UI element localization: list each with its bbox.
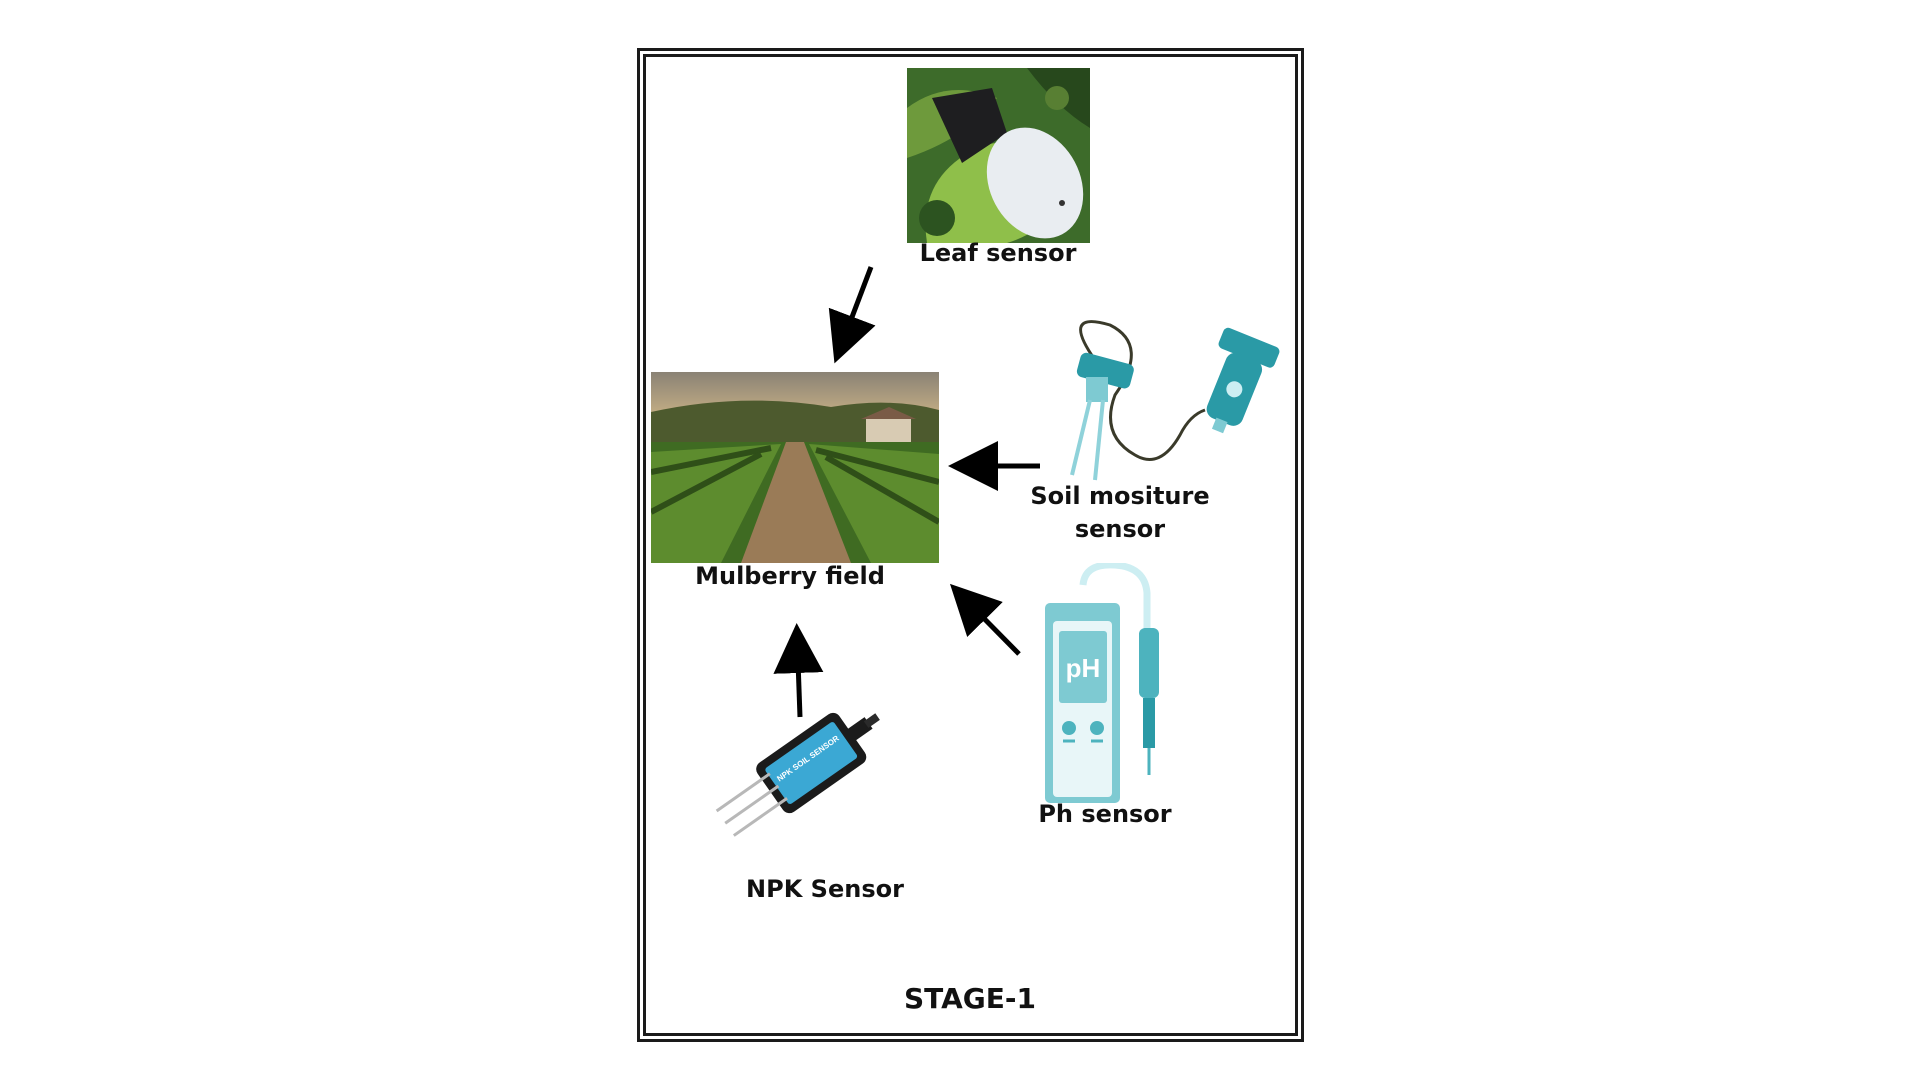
diagram-frame-inner bbox=[643, 54, 1298, 1036]
soil-moisture-label-line2: sensor bbox=[1074, 515, 1166, 543]
soil-moisture-probe-icon bbox=[1040, 315, 1290, 485]
ph-display-text: pH bbox=[1066, 653, 1101, 683]
ph-meter-icon: pH bbox=[1045, 563, 1175, 803]
leaf-sensor-label: Leaf sensor bbox=[919, 239, 1077, 267]
soil-moisture-label: Soil mositure sensor bbox=[1020, 480, 1220, 546]
arrow-ph-to-field bbox=[949, 583, 1021, 656]
ph-sensor-label: Ph sensor bbox=[1038, 800, 1172, 828]
arrow-leaf-to-field bbox=[828, 266, 876, 364]
npk-soil-sensor-icon: NPK SOIL SENSOR bbox=[710, 690, 910, 865]
diagram-frame-outer bbox=[637, 48, 1304, 1042]
arrow-npk-to-field bbox=[773, 623, 824, 718]
leaf-sensor-photo bbox=[907, 68, 1090, 243]
npk-sensor-label: NPK Sensor bbox=[746, 875, 904, 903]
mulberry-field-label: Mulberry field bbox=[695, 562, 885, 590]
soil-moisture-label-line1: Soil mositure bbox=[1030, 482, 1210, 510]
vineyard-photo bbox=[651, 372, 939, 563]
stage-label: STAGE-1 bbox=[904, 982, 1036, 1015]
